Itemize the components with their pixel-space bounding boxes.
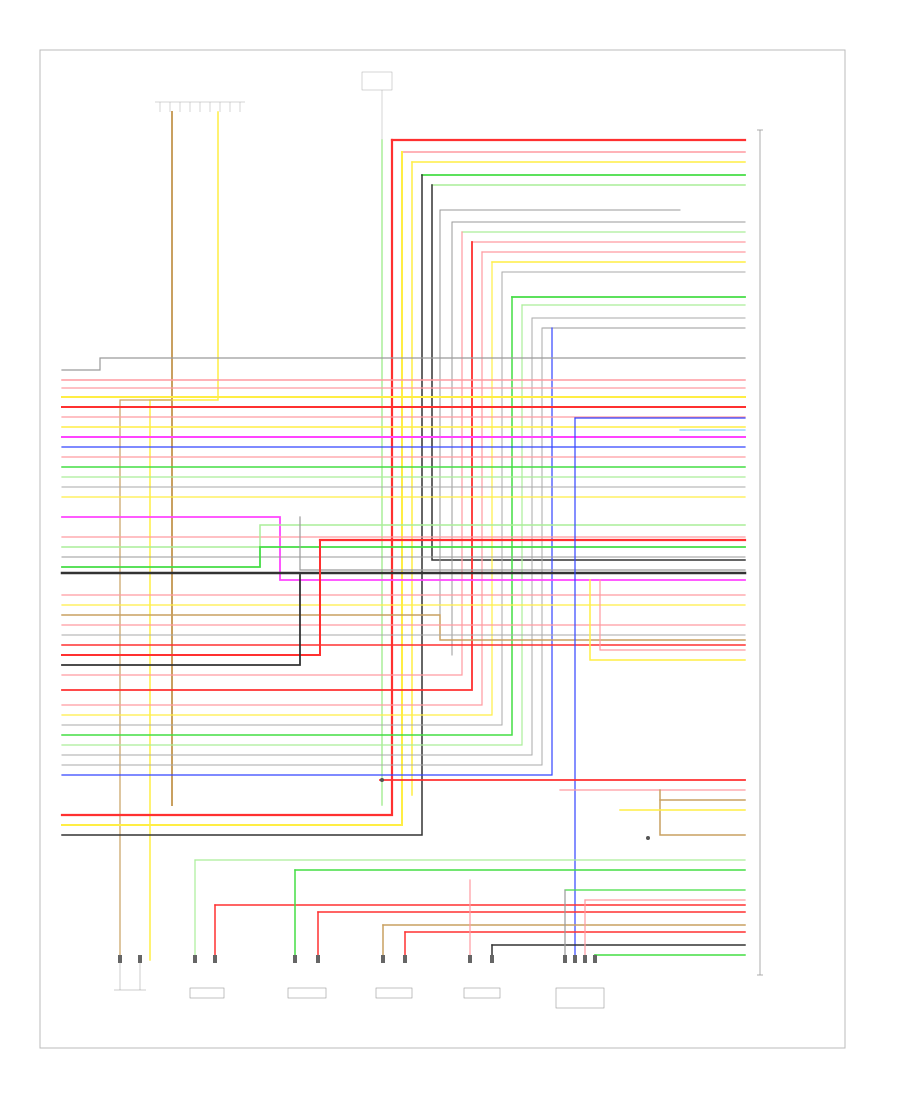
top-mid-connector <box>361 71 393 140</box>
bottom-component-6 <box>555 987 605 1009</box>
splice-point <box>380 778 384 782</box>
bottom-component-5 <box>463 987 501 999</box>
top-left-connector <box>155 101 245 112</box>
bottom-component-1 <box>114 960 146 991</box>
bottom-terminals <box>118 955 597 963</box>
diagram-border <box>39 49 846 1049</box>
splice-point-2 <box>646 836 650 840</box>
wire-harness <box>60 111 747 961</box>
bottom-component-2 <box>189 987 225 999</box>
bottom-component-4 <box>375 987 413 999</box>
bottom-component-3 <box>287 987 327 999</box>
right-module <box>757 129 763 976</box>
